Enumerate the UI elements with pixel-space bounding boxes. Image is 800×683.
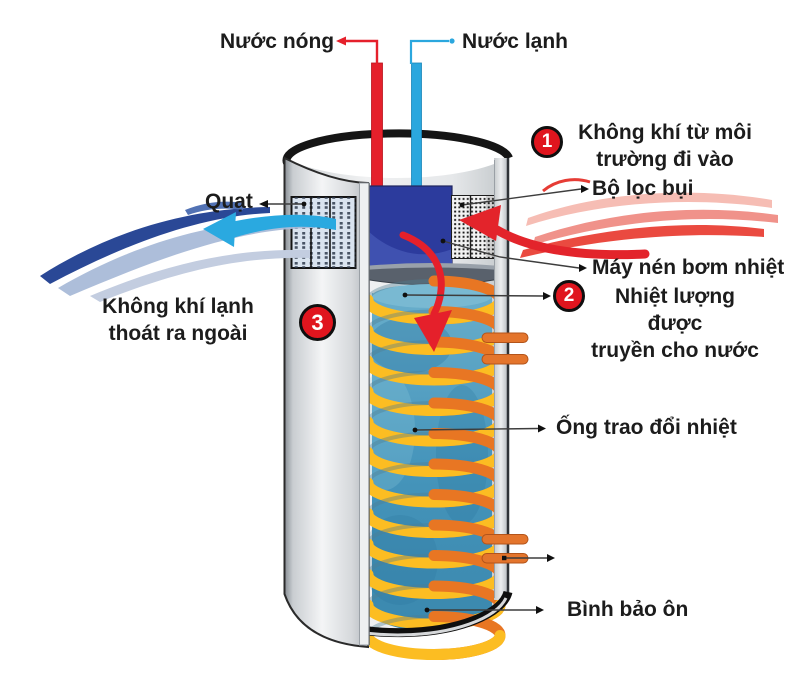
- cold-air-out-line1: Không khí lạnh: [102, 295, 254, 318]
- compressor-leader: [440, 238, 587, 272]
- step2-leader: [402, 292, 551, 300]
- heat-exchanger-coil: [362, 275, 506, 660]
- step2-number: 2: [563, 285, 575, 306]
- insulated-tank-leader: [424, 606, 544, 614]
- step3-number: 3: [311, 309, 324, 335]
- heat-exchanger-label: Ống trao đổi nhiệt: [556, 416, 737, 439]
- warm-air-arrow-icon: [459, 205, 650, 260]
- heat-flow-arrow: [399, 231, 452, 352]
- warm-air-swoosh: [459, 178, 778, 260]
- cold-water-label: Nước lạnh: [462, 30, 568, 53]
- fan-leader: [259, 200, 307, 208]
- step2-line2: truyền cho nước: [591, 339, 759, 362]
- dust-filter-leader: [459, 185, 589, 208]
- compressor-label: Máy nén bơm nhiệt: [592, 256, 785, 279]
- step1-label: Không khí từ môi trường đi vào: [572, 119, 758, 173]
- step3-badge: 3: [299, 304, 336, 341]
- leader-lines: [259, 185, 589, 614]
- cold-air-out-label: Không khí lạnh thoát ra ngoài: [88, 293, 268, 347]
- compressor-unit: [366, 185, 453, 269]
- step2-line1: Nhiệt lượng được: [615, 285, 735, 335]
- coil-stub-pipes: [481, 332, 529, 564]
- front-shell-panel: [283, 156, 370, 649]
- step1-line1: Không khí từ môi: [578, 121, 752, 144]
- cold-air-out-line2: thoát ra ngoài: [108, 322, 248, 345]
- hot-water-label: Nước nóng: [220, 30, 335, 53]
- heat-exchanger-leader: [412, 424, 546, 433]
- cold-air-arrow-icon: [203, 212, 336, 247]
- dust-filter-label: Bộ lọc bụi: [592, 177, 694, 200]
- insulated-tank-label: Bình bảo ôn: [567, 598, 689, 621]
- step1-line2: trường đi vào: [596, 148, 734, 171]
- stub-pipe-flow-arrow: [502, 554, 555, 562]
- hot-water-arrow-icon: [336, 36, 346, 46]
- fan-label: Quạt: [205, 190, 253, 213]
- step1-badge: 1: [531, 126, 563, 158]
- step2-badge: 2: [553, 280, 585, 312]
- cold-air-swoosh: [40, 201, 336, 302]
- tank-top-rim: [282, 129, 513, 165]
- step1-number: 1: [541, 131, 553, 152]
- step2-label: Nhiệt lượng được truyền cho nước: [585, 283, 765, 364]
